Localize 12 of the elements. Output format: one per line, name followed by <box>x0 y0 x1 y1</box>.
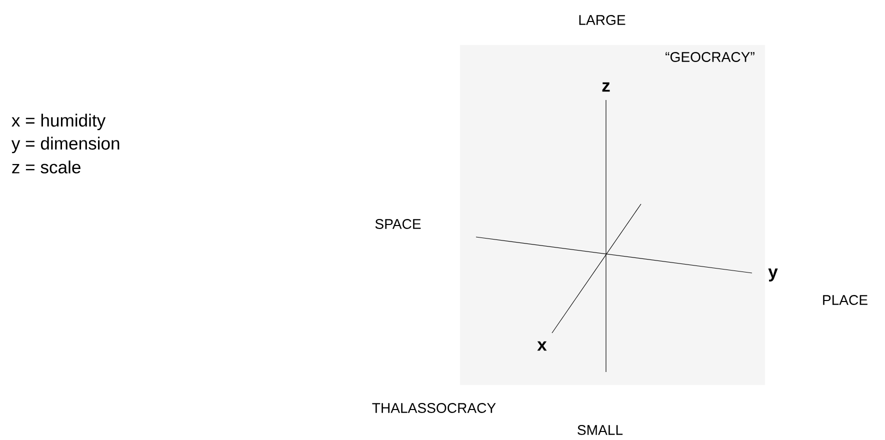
axis-letter: z <box>602 82 610 92</box>
axis-end-label: THALASSOCRACY <box>372 403 496 413</box>
legend-text: y = dimension <box>11 136 120 154</box>
axis-end-label: LARGE <box>579 15 626 25</box>
axis-end-label: “GEOCRACY” <box>666 52 754 62</box>
legend-text: z = scale <box>12 160 80 174</box>
legend-text: x = humidity <box>12 114 106 130</box>
axis-letter: y <box>768 268 778 282</box>
axis-letter: x <box>537 341 547 351</box>
axis-end-label: SMALL <box>578 425 623 435</box>
axis-end-label: PLACE <box>823 295 868 305</box>
axis-end-label: SPACE <box>375 219 421 229</box>
